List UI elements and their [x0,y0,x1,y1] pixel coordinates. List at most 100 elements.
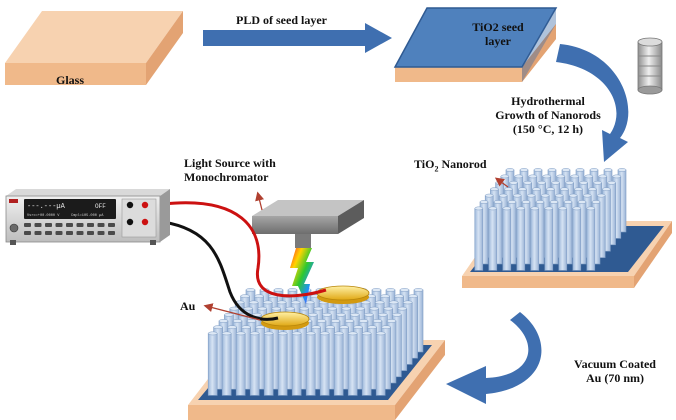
nanorod-cap [327,306,338,311]
nanorod-cap [504,187,513,192]
nanorod-cap [224,312,234,317]
nanorod-cap [575,168,585,172]
vacuum-coating-arrow [446,312,542,404]
nanorod-cap [383,306,394,311]
nanorod-cap [546,187,555,192]
nanorod-cap [319,331,330,336]
meter-button[interactable] [76,231,84,235]
nanorod-cap [243,306,254,311]
meter-button[interactable] [97,223,105,227]
nanorod-cap [235,331,246,336]
nanorod-cap [530,206,540,211]
meter-button[interactable] [55,231,63,235]
nanorod-cap [572,206,582,211]
nanorod-cap [479,200,489,204]
nanorod-cap [544,206,554,211]
nanorod-cap [339,325,349,330]
nanorod-cap [273,288,284,292]
meter-button[interactable] [87,223,94,227]
meter-knob[interactable] [9,223,19,233]
nanorod-cap [558,206,568,211]
meter-terminal-icon [126,201,134,209]
nanorod-cap [577,200,587,204]
autoclave-icon [637,37,663,95]
glass-substrate [5,11,183,85]
nanorod-cap [248,300,259,305]
nanorod [249,333,260,396]
meter-status-readout: OFF [95,203,106,210]
nanorod [207,333,218,396]
nanorod-cap [526,193,536,198]
hydrothermal-label: Hydrothermal Growth of Nanorods (150 °C,… [478,94,618,136]
meter-button[interactable] [108,223,115,227]
nanorod-cap [547,168,557,172]
nanorod-cap [218,319,229,323]
nanorod-cap [488,206,498,211]
nanorod-cap [408,294,418,299]
meter-display [24,199,116,219]
nanorod [347,333,358,396]
light-source-pointer-arrow [255,191,264,211]
light-source-label-line2: Monochromator [184,170,269,184]
meter-button[interactable] [45,223,52,227]
nanorod-cap [535,200,545,204]
nanorod-cap [593,180,602,185]
nanorod-cap [505,168,515,172]
nanorod-cap [388,300,399,305]
meter-button[interactable] [66,223,73,227]
meter-button[interactable] [66,231,73,235]
nanorod-cap [221,331,232,336]
meter-button[interactable] [87,231,94,235]
vacuum-coating-label-line2: Au (70 nm) [585,371,644,385]
nanorod-cap [556,174,566,179]
nanorod [305,333,316,396]
meter-button[interactable] [24,223,31,227]
nanorod-cap [392,312,402,317]
nanorod [277,333,288,396]
pld-label: PLD of seed layer [236,13,327,27]
source-meter: ---.---µA OFF Vsrc=+00.0000 V Cmpl=105.0… [5,189,170,245]
seed-layer-label-line1: TiO2 seed [472,20,524,34]
meter-button[interactable] [34,223,42,227]
nanorod-cap [474,206,484,211]
nanorod-cap [591,200,601,204]
meter-button[interactable] [108,231,115,235]
nanorod [544,208,554,271]
nanorod-label: TiO2 Nanorod [414,157,487,176]
meter-button[interactable] [97,231,105,235]
nanorod-cap [598,174,608,179]
nanorod-cap [347,331,358,336]
meter-button[interactable] [45,231,52,235]
nanorod-cap [561,168,571,172]
nanorod-cap [381,325,391,330]
nanorod-label-prefix: TiO [414,157,435,171]
light-source-label-line1: Light Source with [184,156,276,170]
nanorod-cap [322,312,332,317]
nanorod-cap [519,168,529,172]
nanorod [221,333,232,396]
nanorod-cap [554,193,564,198]
nanorod-cap [532,187,541,192]
nanorod-cap [276,300,287,305]
hydrothermal-label-line3: (150 °C, 12 h) [512,122,584,136]
nanorod-cap [397,306,408,311]
nanorod-cap [602,187,611,192]
meter-button[interactable] [34,231,42,235]
black-wire [162,220,279,321]
nanorod-pointer-arrow [494,177,509,188]
nanorod [530,208,540,271]
meter-button[interactable] [55,223,63,227]
pld-arrow [203,23,392,53]
nanorod [263,333,274,396]
nanorod [333,333,344,396]
nanorod-cap [589,168,599,172]
nanorod-cap [570,174,580,179]
nanorod-cap [540,193,550,198]
nanorod [558,208,568,271]
nanorod-cap [402,300,413,305]
light-source-label: Light Source with Monochromator [184,156,276,184]
meter-button[interactable] [76,223,84,227]
nanorod-cap [375,331,386,336]
nanorod-cap [533,168,543,172]
meter-button[interactable] [24,231,31,235]
